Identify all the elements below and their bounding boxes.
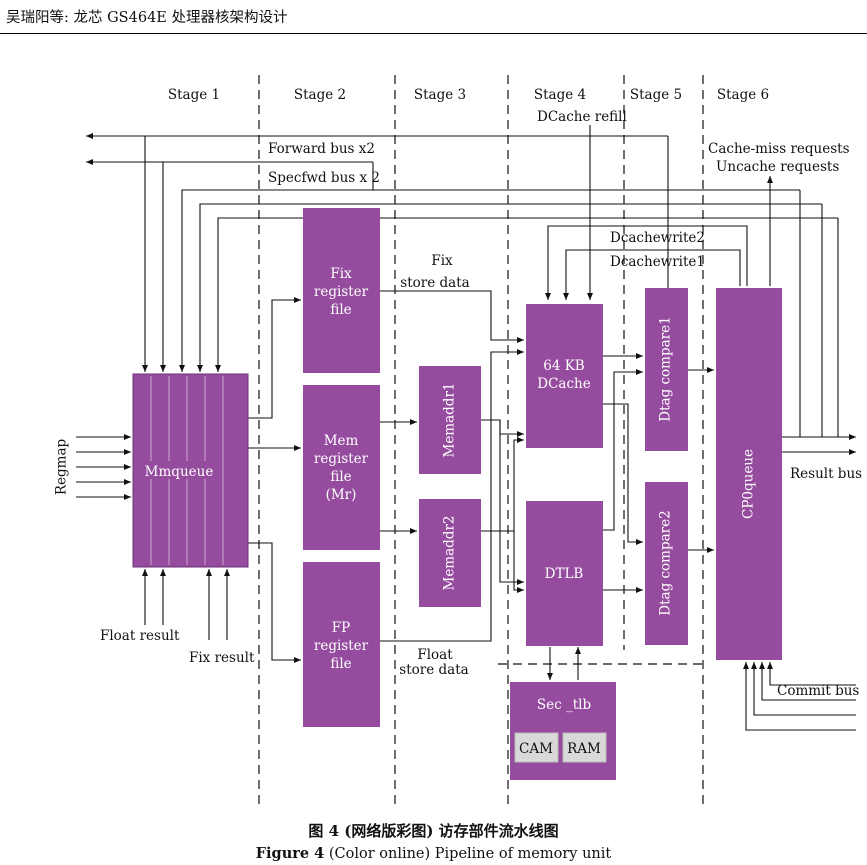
stage-1-label: Stage 1 (168, 87, 220, 103)
stage-6-label: Stage 6 (717, 87, 769, 103)
dcache-refill-label: DCache refill (537, 109, 627, 125)
dtlb-block: DTLB (526, 501, 603, 646)
svg-text:(Mr): (Mr) (326, 487, 357, 503)
fix-result-label: Fix result (189, 650, 255, 666)
svg-text:file: file (330, 302, 351, 318)
stage-2-label: Stage 2 (294, 87, 346, 103)
dtag-compare2-block: Dtag compare2 (645, 482, 688, 645)
stage-5-label: Stage 5 (630, 87, 682, 103)
svg-text:Dtag compare2: Dtag compare2 (658, 510, 674, 615)
stage-4-label: Stage 4 (534, 87, 586, 103)
cam-label: CAM (519, 741, 553, 757)
uncache-label: Uncache requests (716, 159, 839, 175)
svg-text:CP0queue: CP0queue (741, 449, 757, 519)
forward-bus-label: Forward bus x2 (268, 141, 375, 157)
dcachewrite2-label: Dcachewrite2 (610, 230, 705, 246)
svg-text:Dtag compare1: Dtag compare1 (658, 316, 674, 421)
header-rule (0, 33, 867, 34)
ram-box (562, 732, 607, 763)
sec-tlb-block: Sec _tlb CAM RAM (510, 682, 616, 780)
specfwd-bus-label: Specfwd bus x 2 (268, 170, 380, 186)
caption-english: Figure 4 (Color online) Pipeline of memo… (0, 845, 867, 862)
svg-text:DCache: DCache (537, 376, 590, 392)
svg-text:Mem: Mem (324, 433, 359, 449)
fix-store-label-1: Fix (431, 253, 453, 269)
dcache-block: 64 KB DCache (526, 304, 603, 448)
svg-text:register: register (314, 451, 369, 467)
fix-store-label-2: store data (400, 275, 469, 291)
svg-text:Memaddr1: Memaddr1 (442, 383, 458, 458)
cache-miss-label: Cache-miss requests (708, 141, 850, 157)
svg-text:DTLB: DTLB (545, 566, 584, 582)
mmqueue-label: Mmqueue (145, 464, 214, 480)
ram-label: RAM (567, 741, 601, 757)
regmap-label: Regmap (54, 439, 70, 495)
stage-3-label: Stage 3 (414, 87, 466, 103)
svg-text:FP: FP (332, 620, 350, 636)
commit-bus-label: Commit bus (777, 683, 859, 699)
svg-text:Sec _tlb: Sec _tlb (537, 697, 591, 713)
svg-text:64 KB: 64 KB (543, 358, 585, 374)
dcachewrite1-label: Dcachewrite1 (610, 254, 705, 270)
running-header: 吴瑞阳等: 龙芯 GS464E 处理器核架构设计 (6, 10, 288, 26)
result-bus-label: Result bus (790, 466, 862, 482)
float-store-label-2: store data (399, 662, 468, 678)
mem-register-file: Mem register file (Mr) (303, 385, 380, 550)
svg-text:register: register (314, 638, 369, 654)
fp-register-file: FP register file (303, 562, 380, 727)
svg-text:Fix: Fix (330, 266, 352, 282)
svg-text:file: file (330, 656, 351, 672)
memaddr1-block: Memaddr1 (419, 366, 481, 474)
svg-text:Memaddr2: Memaddr2 (442, 516, 458, 591)
caption-chinese: 图 4 (网络版彩图) 访存部件流水线图 (308, 822, 559, 840)
dtag-compare1-block: Dtag compare1 (645, 288, 688, 451)
float-result-label: Float result (100, 628, 180, 644)
float-store-label-1: Float (417, 647, 453, 663)
stage-dividers (258, 75, 704, 805)
mmqueue-block: Mmqueue (132, 373, 249, 568)
cp0queue-block: CP0queue (716, 288, 782, 660)
svg-text:file: file (330, 469, 351, 485)
caption-text: (Color online) Pipeline of memory unit (324, 846, 612, 862)
svg-text:register: register (314, 284, 369, 300)
fix-register-file: Fix register file (303, 208, 380, 373)
cam-box (514, 732, 559, 763)
figure-number: Figure 4 (255, 845, 325, 862)
memaddr2-block: Memaddr2 (419, 499, 481, 607)
